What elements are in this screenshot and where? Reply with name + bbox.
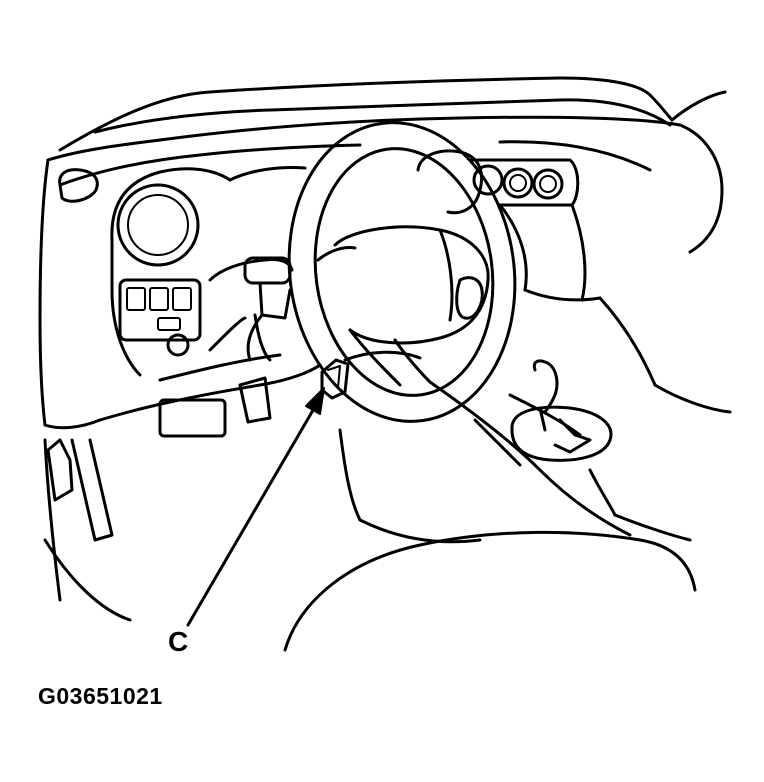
lower-dash — [98, 313, 322, 438]
callout-label: C — [168, 626, 189, 657]
dashboard-top — [46, 115, 724, 254]
center-console — [428, 203, 732, 537]
callout-arrow — [186, 387, 325, 627]
left-door-side — [38, 158, 132, 622]
steering-wheel — [287, 121, 517, 423]
switch-panel — [118, 278, 202, 357]
figure-code: G03651021 — [38, 683, 163, 709]
instrument-cluster — [110, 166, 307, 377]
windshield-edge — [58, 76, 727, 152]
left-vent — [58, 168, 99, 203]
driver-seat — [283, 428, 697, 652]
shift-lever — [510, 359, 692, 542]
connector-c — [320, 358, 350, 400]
steering-column — [208, 256, 294, 362]
center-gauges — [416, 149, 580, 215]
